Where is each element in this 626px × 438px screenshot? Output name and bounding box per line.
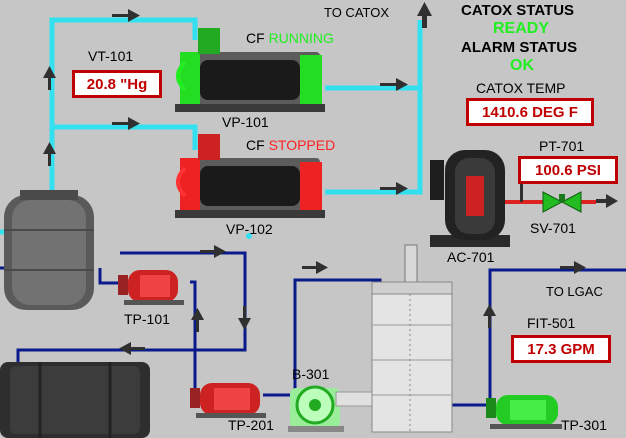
catox-temp-label: CATOX TEMP [476, 80, 566, 96]
vp101-tag: VP-101 [222, 114, 269, 130]
flow-arrow [380, 78, 408, 91]
pt701-tag: PT-701 [539, 138, 585, 154]
flow-arrow [200, 245, 226, 258]
transfer-pump-tp201[interactable] [190, 383, 266, 418]
flow-arrow [112, 9, 140, 22]
catox-temp-display: 1410.6 DEG F [466, 98, 594, 126]
solenoid-valve-sv701[interactable] [542, 191, 582, 213]
air-compressor-ac701[interactable] [430, 150, 510, 247]
sample-point [246, 233, 252, 239]
catox-status-value: READY [493, 20, 550, 37]
to-catox-arrow [417, 2, 432, 28]
blower-b301[interactable] [288, 385, 377, 432]
to-catox-label: TO CATOX [324, 5, 390, 20]
flow-arrow [112, 117, 140, 130]
vp101-cf-label: CF [246, 30, 265, 46]
alarm-status-value: OK [510, 57, 534, 74]
vt101-tag: VT-101 [88, 48, 134, 64]
flow-arrow [119, 342, 145, 355]
holding-tank [0, 362, 150, 438]
pt701-display: 100.6 PSI [518, 156, 618, 184]
fit501-tag: FIT-501 [527, 315, 576, 331]
flow-arrow [483, 304, 496, 328]
vp102-state: STOPPED [268, 137, 336, 153]
vp102-cf-status: CF STOPPED [246, 137, 335, 153]
b301-tag: B-301 [292, 366, 330, 382]
ac701-tag: AC-701 [447, 249, 495, 265]
transfer-pump-tp101[interactable] [118, 270, 184, 305]
flow-arrow [302, 261, 328, 274]
flow-arrow [43, 142, 56, 166]
vp101-state: RUNNING [268, 30, 334, 46]
tp201-tag: TP-201 [228, 417, 274, 433]
to-lgac-label: TO LGAC [546, 284, 603, 299]
vp101-cf-status: CF RUNNING [246, 30, 334, 46]
flow-arrow [380, 182, 408, 195]
air-stripper [371, 244, 453, 433]
vt101-display: 20.8 "Hg [72, 70, 162, 98]
tp301-tag: TP-301 [561, 417, 607, 433]
vp102-tag: VP-102 [226, 221, 273, 237]
catox-status-title: CATOX STATUS [461, 2, 575, 19]
alarm-status-title: ALARM STATUS [461, 39, 578, 56]
fit501-display: 17.3 GPM [511, 335, 611, 363]
vacuum-pump-vp102[interactable] [175, 134, 325, 218]
air-line [505, 180, 618, 208]
flow-arrow [238, 306, 251, 330]
separator-tank [4, 190, 94, 310]
vacuum-pump-vp101[interactable] [175, 28, 325, 112]
flow-arrow [43, 66, 56, 90]
transfer-pump-tp301[interactable] [486, 395, 562, 429]
water-flow-arrows [119, 245, 586, 355]
flow-arrow [560, 261, 586, 274]
vp102-cf-label: CF [246, 137, 265, 153]
tp101-tag: TP-101 [124, 311, 170, 327]
sv701-tag: SV-701 [530, 220, 576, 236]
flow-arrow [191, 308, 204, 332]
